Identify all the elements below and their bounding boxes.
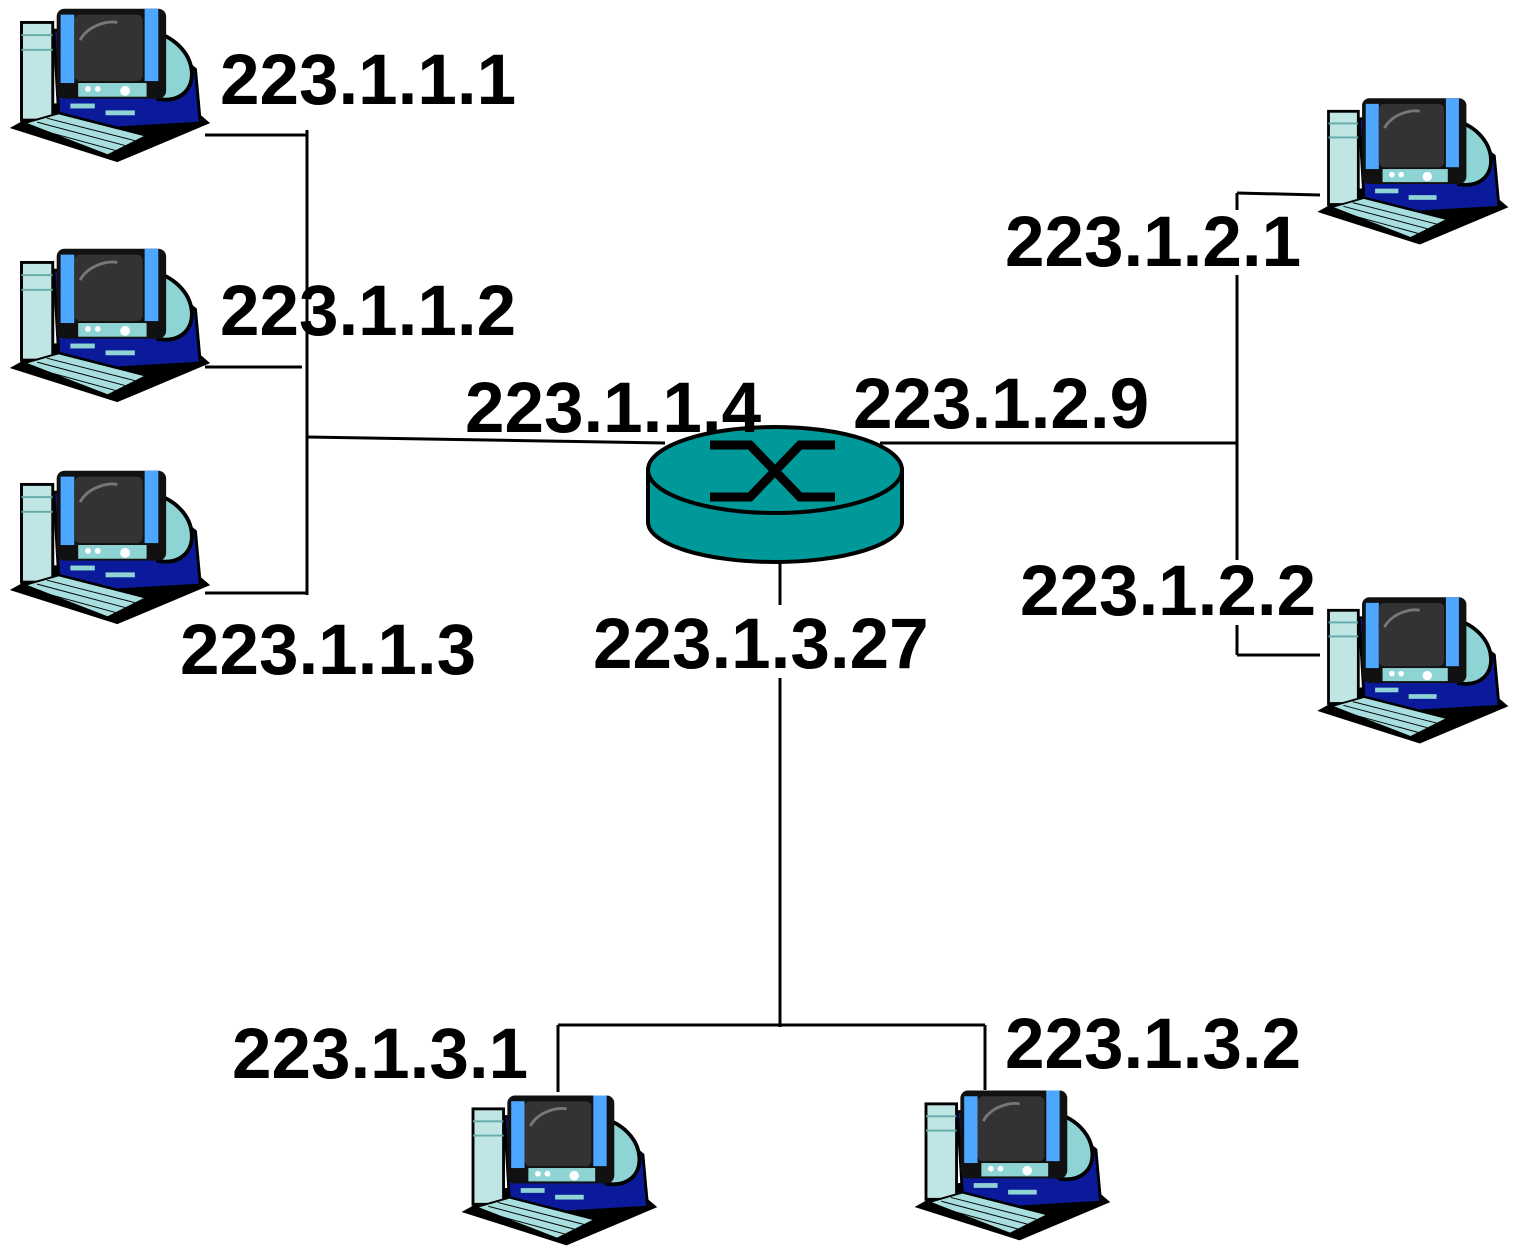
- computer-icon: [1315, 96, 1511, 247]
- computer-icon: [7, 246, 213, 405]
- computer-icon: [7, 6, 213, 165]
- ip-label-host: 223.1.2.2: [1020, 552, 1316, 631]
- computer-icon: [912, 1088, 1113, 1243]
- computer-icon: [7, 468, 213, 627]
- ip-label-router-interface: 223.1.1.4: [465, 369, 762, 448]
- ip-label-host: 223.1.2.1: [1005, 203, 1301, 282]
- ip-label-router-interface: 223.1.2.9: [853, 365, 1149, 444]
- ip-label-host: 223.1.1.3: [180, 611, 476, 690]
- ip-label-host: 223.1.3.2: [1005, 1005, 1301, 1084]
- ip-label-router-interface: 223.1.3.27: [593, 605, 929, 684]
- ip-label-host: 223.1.3.1: [232, 1015, 528, 1094]
- computer-icon: [1315, 595, 1511, 746]
- router-icon: [646, 425, 904, 564]
- links: [205, 130, 1321, 1092]
- ip-label-host: 223.1.1.2: [220, 272, 516, 351]
- computer-icon: [459, 1093, 660, 1248]
- ip-label-host: 223.1.1.1: [220, 41, 516, 120]
